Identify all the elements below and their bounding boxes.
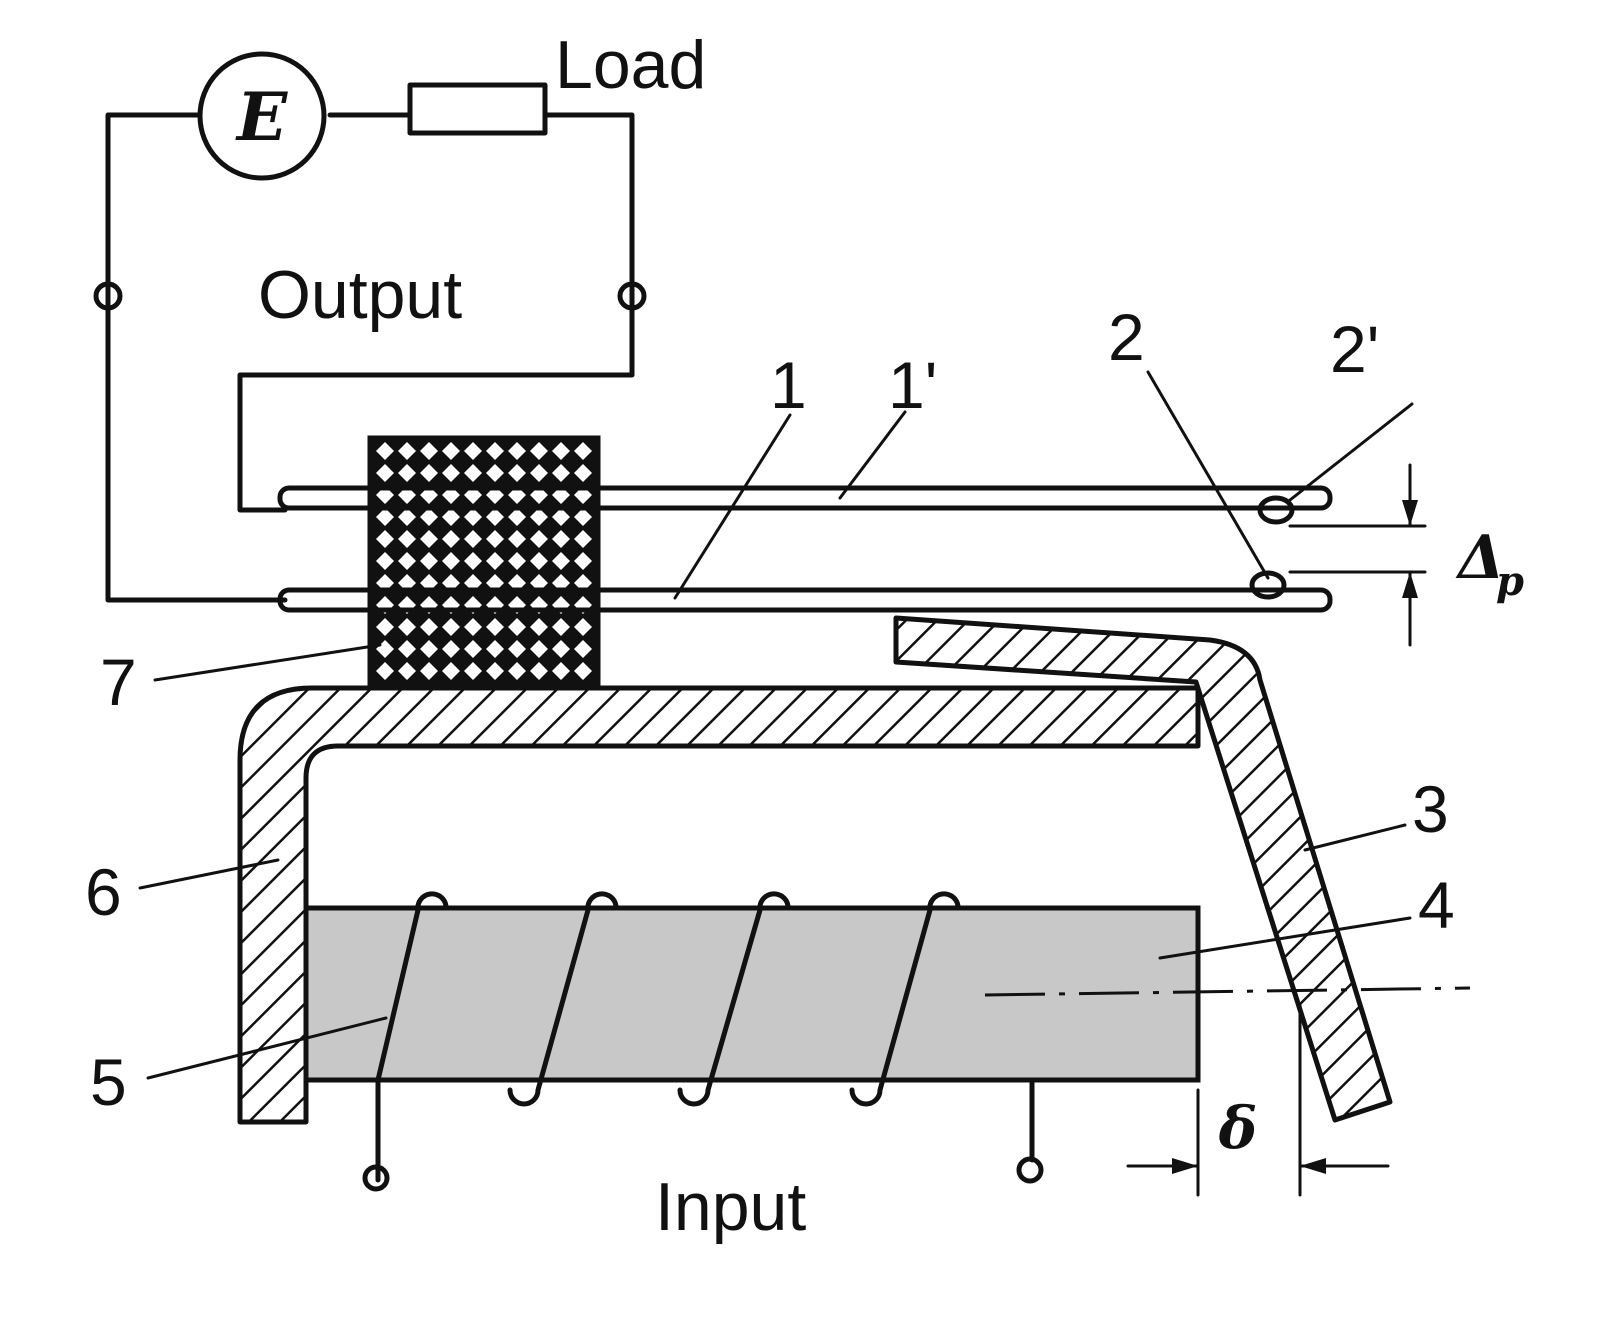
callout-5: 5 xyxy=(90,1045,127,1119)
core-axis xyxy=(984,986,1471,997)
contact-gap-subscript: p xyxy=(1496,558,1524,605)
callout-1-prime: 1' xyxy=(888,348,937,422)
contact-spring-lower xyxy=(277,587,1333,613)
contact-upper xyxy=(1257,495,1295,525)
callout-2: 2 xyxy=(1108,300,1145,374)
leader-lines xyxy=(138,370,1414,1080)
callout-4: 4 xyxy=(1418,868,1455,942)
load-label: Load xyxy=(555,27,706,103)
armature xyxy=(893,615,1393,1123)
callout-3: 3 xyxy=(1412,772,1449,846)
output-label: Output xyxy=(258,257,462,333)
coil xyxy=(375,891,1035,1183)
input-terminal-right xyxy=(1016,1156,1044,1184)
load-resistor xyxy=(407,82,548,136)
input-label: Input xyxy=(655,1169,806,1245)
output-circuit xyxy=(105,112,635,603)
input-terminal-left xyxy=(362,1164,390,1192)
output-terminal-right xyxy=(617,281,647,311)
voltage-source: E xyxy=(197,51,327,181)
armature-gap-dimension xyxy=(1126,1003,1390,1197)
callout-2-prime: 2' xyxy=(1330,312,1379,386)
contact-gap-label: Δ xyxy=(1455,523,1505,593)
armature-gap-label: δ xyxy=(1218,1094,1258,1162)
contact-gap-dimension xyxy=(1288,463,1427,647)
contact-spring-upper xyxy=(277,485,1333,511)
contact-lower xyxy=(1249,570,1287,600)
insulating-block xyxy=(367,435,601,689)
callout-7: 7 xyxy=(100,645,137,719)
output-terminal-left xyxy=(93,281,123,311)
callout-1: 1 xyxy=(770,348,807,422)
yoke xyxy=(237,685,1201,1125)
source-label: E xyxy=(235,78,289,156)
callout-6: 6 xyxy=(85,855,122,929)
